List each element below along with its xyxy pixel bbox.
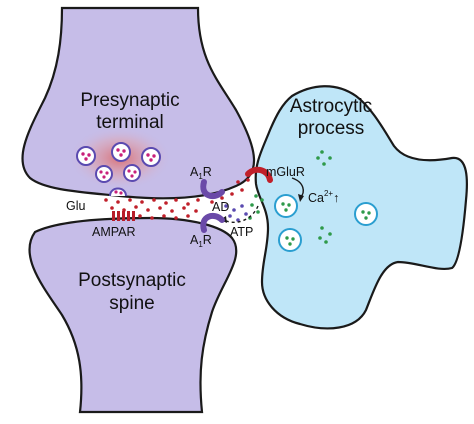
vesicle-icon — [274, 194, 298, 218]
receptor-icon — [200, 179, 225, 200]
vesicle-icon — [76, 146, 96, 166]
vesicle-icon — [111, 142, 131, 162]
postsynaptic-label-line2: spine — [109, 293, 154, 314]
arrow-icon — [223, 205, 259, 224]
ampar-label: AMPAR — [92, 225, 136, 239]
presynaptic-label-line1: Presynaptic — [80, 90, 179, 111]
astro-label-line2: process — [298, 118, 365, 139]
vesicle-icon — [95, 165, 113, 183]
presynaptic-label-line2: terminal — [96, 112, 164, 133]
arrow-head-icon — [298, 194, 304, 202]
ad-label: AD — [212, 200, 229, 214]
atp-label: ATP — [230, 225, 253, 239]
postsynaptic-spine — [28, 216, 238, 414]
atp-dots — [248, 194, 264, 220]
vesicle-icon — [141, 147, 161, 167]
fusing-vesicle-icon — [109, 187, 127, 197]
astro-vesicles — [274, 194, 378, 252]
astro-atp-dots — [316, 150, 332, 244]
glutamate-dots — [104, 178, 250, 220]
vesicle-icon — [354, 202, 378, 226]
vesicle-icon — [278, 228, 302, 252]
vesicle-icon — [123, 164, 141, 182]
ampar-receptors — [112, 211, 135, 221]
a1r-top-label: A1R — [190, 165, 212, 181]
astro-label-line1: Astrocytic — [290, 96, 372, 117]
adenosine-dots — [224, 204, 248, 222]
glu-label: Glu — [66, 199, 86, 213]
presynaptic-vesicles — [76, 142, 161, 197]
mglur-receptor-icon — [245, 166, 273, 183]
a1r-bottom-label: A1R — [190, 233, 212, 249]
postsynaptic-label-line1: Postsynaptic — [78, 270, 186, 291]
mglur-label: mGluR — [266, 165, 305, 179]
receptor-icon — [200, 212, 225, 233]
calcium-label: Ca2+↑ — [308, 189, 339, 205]
